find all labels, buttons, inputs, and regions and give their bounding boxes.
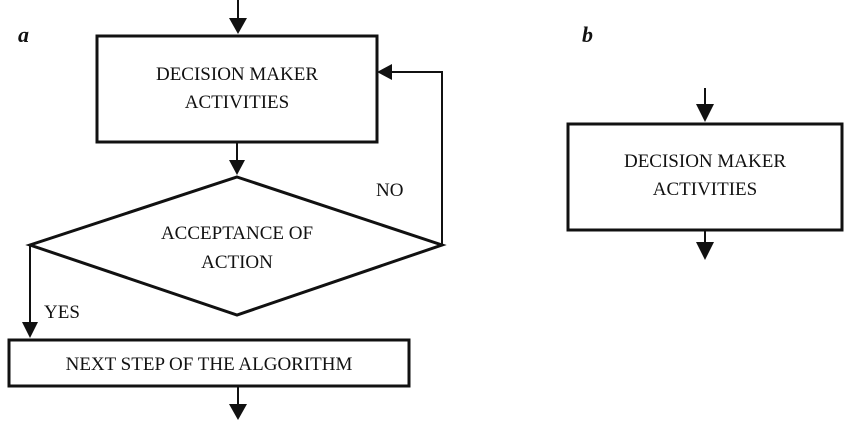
decision-box-b-line2: ACTIVITIES xyxy=(653,179,757,200)
exit-arrowhead-b xyxy=(696,242,714,260)
decision-maker-box-a xyxy=(95,34,379,144)
entry-arrowhead-b xyxy=(696,104,714,122)
yes-arrowhead xyxy=(22,322,38,338)
diamond-line1: ACCEPTANCE OF xyxy=(161,223,313,244)
no-loop-connector xyxy=(390,71,443,245)
acceptance-diamond xyxy=(25,175,447,317)
next-step-label: NEXT STEP OF THE ALGORITHM xyxy=(66,354,353,375)
yes-label: YES xyxy=(44,302,80,323)
decision-box-b-line1: DECISION MAKER xyxy=(624,151,786,172)
no-label: NO xyxy=(376,180,403,201)
exit-arrowhead-a xyxy=(229,404,247,420)
box-to-diamond-arrowhead xyxy=(229,160,245,175)
next-step-box xyxy=(7,338,411,388)
diamond-line2: ACTION xyxy=(201,252,273,273)
entry-arrowhead-a xyxy=(229,18,247,34)
decision-maker-box-b xyxy=(566,122,844,232)
no-loop-arrowhead xyxy=(377,64,392,80)
decision-box-a-line2: ACTIVITIES xyxy=(185,92,289,113)
decision-box-a-line1: DECISION MAKER xyxy=(156,64,318,85)
panel-a-label: a xyxy=(18,22,29,47)
panel-b-label: b xyxy=(582,22,593,47)
